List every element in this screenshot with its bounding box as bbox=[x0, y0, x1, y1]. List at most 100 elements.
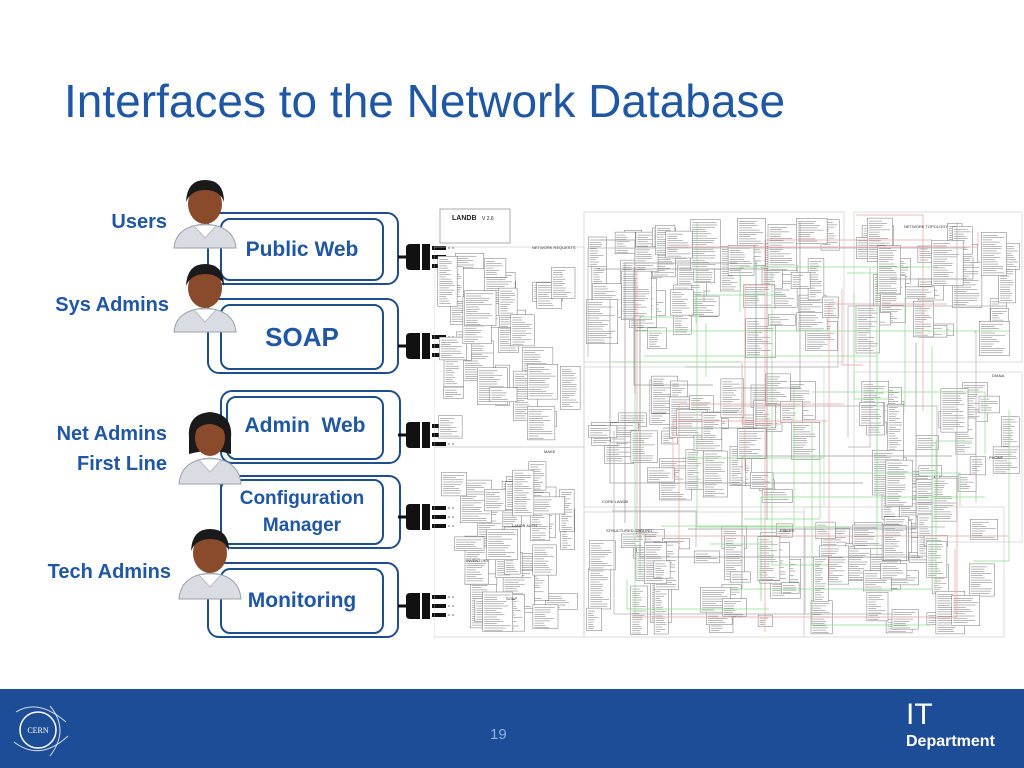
schema-table bbox=[757, 536, 781, 581]
schema-table bbox=[454, 536, 485, 551]
schema-relation-line bbox=[811, 422, 931, 626]
schema-section-label: STRUCTURED CABLING bbox=[606, 528, 652, 533]
schema-relation-line bbox=[626, 580, 769, 610]
schema-relation-line bbox=[973, 410, 1010, 562]
schema-table bbox=[464, 290, 497, 326]
schema-table bbox=[526, 364, 558, 400]
schema-relation-line bbox=[613, 431, 893, 615]
public-web-label: Public Web bbox=[245, 237, 359, 261]
schema-relation-line bbox=[601, 239, 636, 394]
schema-region bbox=[853, 211, 1023, 363]
schema-relation-line bbox=[587, 247, 966, 357]
schema-table bbox=[670, 380, 688, 398]
schema-relation-line bbox=[760, 496, 985, 601]
schema-table bbox=[588, 425, 618, 438]
schema-tables bbox=[434, 211, 1023, 638]
schema-relation-line bbox=[954, 549, 957, 613]
schema-table bbox=[1005, 243, 1021, 270]
schema-relation-line bbox=[841, 289, 863, 366]
schema-relation-line bbox=[771, 273, 828, 566]
schema-table bbox=[438, 415, 463, 439]
admin-web-label: Admin Web bbox=[244, 414, 366, 437]
schema-table bbox=[913, 301, 934, 338]
schema-table bbox=[926, 541, 948, 578]
schema-table bbox=[443, 386, 464, 399]
schema-table bbox=[489, 387, 518, 402]
schema-section-label: SOAP bbox=[506, 596, 517, 601]
it-logo-text: IT bbox=[906, 698, 933, 731]
role-net-admins: Net Admins First Line bbox=[57, 419, 167, 479]
role-net-admins-label: Net Admins bbox=[56, 423, 167, 445]
schema-table bbox=[621, 533, 646, 548]
schema-relation-line bbox=[847, 272, 878, 557]
person-icon bbox=[178, 529, 242, 600]
schema-table bbox=[722, 598, 747, 617]
schema-relation-line bbox=[731, 346, 933, 590]
person-icon bbox=[173, 180, 237, 249]
schema-relation-line bbox=[917, 222, 958, 504]
schema-table bbox=[482, 591, 513, 632]
schema-relation-line bbox=[633, 267, 713, 386]
schema-table bbox=[439, 336, 467, 361]
schema-table bbox=[634, 246, 659, 272]
soap-label: SOAP bbox=[265, 321, 339, 352]
schema-table bbox=[978, 395, 1000, 414]
cern-logo: CERN bbox=[13, 705, 69, 757]
plug-icon bbox=[398, 593, 456, 619]
schema-section-label: INVENTORY bbox=[466, 558, 490, 563]
config-manager-label-2: Manager bbox=[262, 515, 342, 536]
schema-relation-line bbox=[724, 405, 938, 496]
schema-region bbox=[803, 506, 1005, 638]
cern-logo-text: CERN bbox=[27, 726, 49, 735]
schema-relations bbox=[587, 214, 1010, 632]
schema-relation-line bbox=[597, 268, 768, 520]
schema-table bbox=[767, 224, 797, 271]
schema-relation-line bbox=[853, 294, 888, 400]
schema-relation-line bbox=[636, 269, 1008, 537]
schema-table bbox=[646, 467, 675, 483]
schema-relation-line bbox=[632, 500, 958, 618]
schema-relation-line bbox=[733, 222, 801, 389]
schema-table bbox=[455, 253, 484, 269]
config-manager-box: Configuration Manager bbox=[220, 479, 384, 545]
schema-table bbox=[586, 607, 603, 632]
schema-table bbox=[969, 456, 986, 476]
person-icon bbox=[178, 412, 242, 485]
role-users: Users bbox=[111, 207, 167, 237]
page-number: 19 bbox=[490, 726, 507, 743]
schema-table bbox=[737, 428, 767, 459]
schema-relation-line bbox=[670, 232, 979, 248]
role-users-label: Users bbox=[111, 211, 167, 233]
schema-relation-line bbox=[774, 304, 776, 309]
schema-table bbox=[796, 218, 828, 244]
department-logo-text: Department bbox=[906, 733, 995, 750]
schema-table bbox=[951, 595, 980, 626]
schema-table bbox=[866, 592, 889, 622]
schema-relation-line bbox=[744, 284, 774, 470]
schema-section-label: NETWORK REQUESTS bbox=[532, 245, 576, 250]
schema-relation-line bbox=[672, 420, 827, 479]
schema-relation-line bbox=[744, 454, 821, 520]
schema-section-label: PHONE bbox=[989, 455, 1004, 460]
schema-section-label: NETWORK TOPOLOGY bbox=[904, 224, 948, 229]
schema-table bbox=[992, 446, 1020, 474]
schema-relation-line bbox=[685, 300, 839, 368]
schema-table bbox=[526, 406, 556, 441]
schema-table bbox=[905, 286, 935, 299]
role-sys-admins: Sys Admins bbox=[55, 290, 169, 320]
schema-relation-line bbox=[890, 257, 974, 280]
schema-section-label: DIANA bbox=[992, 373, 1005, 378]
monitoring-frame bbox=[207, 562, 399, 638]
schema-section-label: FIBERS bbox=[780, 528, 795, 533]
schema-relation-line bbox=[624, 262, 737, 523]
schema-relation-line bbox=[774, 472, 961, 506]
schema-table bbox=[588, 540, 616, 571]
schema-relation-line bbox=[764, 239, 932, 632]
schema-relation-line bbox=[974, 331, 977, 502]
slide-title: Interfaces to the Network Database bbox=[64, 75, 786, 127]
schema-relation-line bbox=[678, 403, 844, 550]
schema-relation-line bbox=[739, 266, 938, 312]
schema-table bbox=[815, 521, 836, 540]
schema-table bbox=[586, 299, 618, 344]
schema-table bbox=[727, 245, 755, 276]
